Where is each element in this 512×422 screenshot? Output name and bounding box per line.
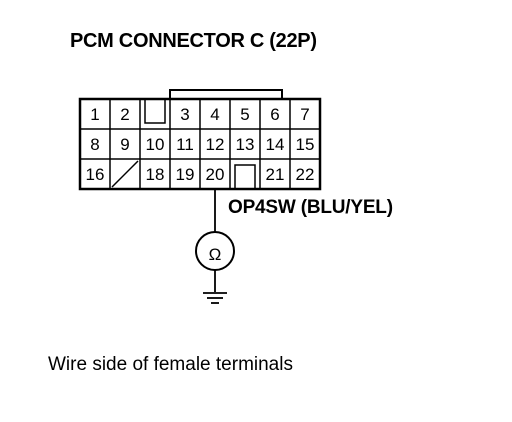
ground-icon [203, 292, 227, 304]
ohm-symbol: Ω [209, 245, 222, 264]
pin-label: 7 [300, 105, 309, 124]
slot-notch-top [144, 99, 166, 124]
unused-cavity-mark [111, 160, 139, 188]
pin-label: 14 [266, 135, 285, 154]
wire-color-label: OP4SW (BLU/YEL) [228, 197, 393, 218]
pin-label: 9 [120, 135, 129, 154]
pin-label: 19 [176, 165, 195, 184]
pin-label: 11 [176, 135, 194, 154]
pin-label: 10 [146, 135, 165, 154]
pin-label: 3 [180, 105, 189, 124]
pin-label: 12 [206, 135, 225, 154]
pin-label: 21 [266, 165, 285, 184]
pin-label: 1 [90, 105, 99, 124]
pin-label: 15 [296, 135, 315, 154]
pin-label: 18 [146, 165, 165, 184]
pin-label: 5 [240, 105, 249, 124]
pin-label-probed: 20 [206, 165, 225, 184]
view-caption: Wire side of female terminals [48, 354, 293, 375]
connector-key-tab [169, 89, 283, 99]
pin-label: 2 [120, 105, 129, 124]
pin-label: 13 [236, 135, 255, 154]
pin-label: 4 [210, 105, 219, 124]
pin-label: 22 [296, 165, 315, 184]
connector-grid [80, 99, 320, 189]
pin-label: 8 [90, 135, 99, 154]
pin-label: 16 [86, 165, 105, 184]
slot-notch-bottom [234, 164, 256, 189]
diagram-title: PCM CONNECTOR C (22P) [70, 30, 317, 52]
pin-label: 6 [270, 105, 279, 124]
